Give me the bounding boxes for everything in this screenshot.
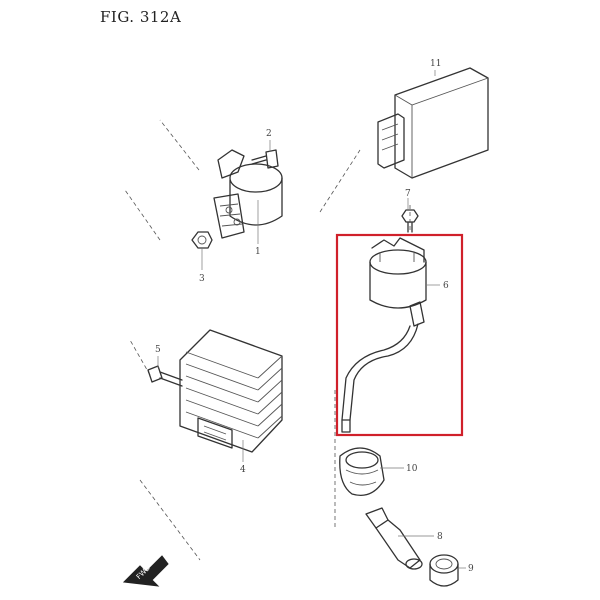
- nut-3: [191, 231, 213, 249]
- plug-lead-8: [365, 507, 423, 570]
- callout-5: 5: [155, 345, 161, 355]
- callout-11: 11: [430, 59, 441, 69]
- fwd-arrow: FWD: [122, 555, 169, 587]
- bolt-2: [251, 149, 279, 169]
- callout-3: 3: [199, 274, 205, 284]
- leader-lines: [157, 70, 466, 569]
- highlight-box: [335, 233, 464, 437]
- callout-6: 6: [443, 281, 449, 291]
- callout-8: 8: [437, 532, 443, 542]
- callout-4: 4: [240, 465, 246, 475]
- callout-10: 10: [406, 464, 418, 474]
- callout-1: 1: [255, 247, 261, 257]
- callout-9: 9: [468, 564, 474, 574]
- callout-7: 7: [405, 189, 411, 199]
- starter-relay-1: [213, 149, 283, 239]
- grommet-9: [429, 554, 459, 587]
- ecu-unit-11: [377, 67, 489, 179]
- bolt-7: [401, 209, 419, 233]
- figure-title: FIG. 312A: [100, 8, 182, 26]
- assembly-lines: [124, 119, 411, 561]
- callout-numbers: 2 1 3 5 4 6 7 10 8 9 11: [155, 59, 474, 574]
- spark-plug-cap-10: [339, 447, 385, 497]
- regulator-rectifier-4: [179, 329, 283, 453]
- bolt-5: [147, 365, 183, 387]
- callout-2: 2: [266, 129, 272, 139]
- ignition-coil-6: [341, 237, 427, 433]
